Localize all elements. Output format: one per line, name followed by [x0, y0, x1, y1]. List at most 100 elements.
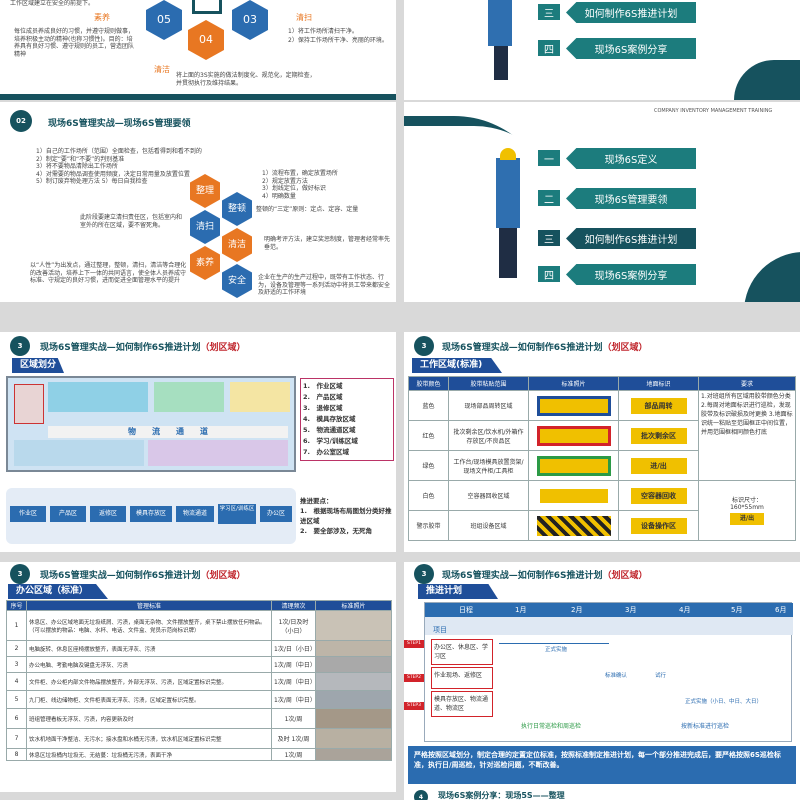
nav-num-3: 三 [538, 230, 560, 246]
flow-step: 返修区 [90, 506, 126, 522]
month: 6月 [775, 606, 787, 614]
hex-seiri: 整理 [190, 174, 220, 208]
nav-num-4: 四 [538, 40, 560, 56]
suyang-text: 每位成员养成良好的习惯，并遵守规则做事，培养积极主动的精神(也称习惯性)。目的：… [14, 28, 135, 58]
logistics-aisle-label: 物 流 通 道 [48, 426, 288, 438]
seiton-note: 整顿的“三定”原则：定点、定容、定量 [256, 206, 359, 213]
slide-toc: COMPANY INVENTORY MANAGEMENT TRAINING 一 … [404, 102, 800, 302]
standard-table: 胶带颜色胶带粘贴范围标准照片地面标识要求 蓝色现场部品周转区域 部品周转 1.对… [408, 376, 796, 541]
label-suyang: 素养 [94, 13, 110, 22]
map-zone [154, 382, 224, 412]
corner-shape [734, 60, 800, 100]
area-list: 1. 作业区域 2. 产品区域 3. 退修区域 4. 模具存放区域 5. 物流通… [300, 378, 394, 461]
week-row [425, 617, 793, 635]
seiso-text: 此阶段要建立清扫责任区，包括室内和室外的所在区域，要不留死角。 [80, 214, 183, 229]
hex-05: 05 [146, 0, 182, 40]
nav-item-definition[interactable]: 现场6S定义 [566, 148, 696, 169]
section-number: 3 [10, 336, 30, 356]
flow-step: 产品区 [50, 506, 86, 522]
hex-shitsuke: 素养 [190, 246, 220, 280]
center-hex-outline [192, 0, 222, 14]
gantt-label: 正式实施（小日、中日、大日） [685, 699, 763, 705]
slide-6s-definition: 工作区域建立在安全的前提下。 素养 每位成员养成良好的习惯，并遵守规则做事，培养… [0, 0, 396, 100]
gantt-label: 正式实施 [545, 647, 568, 653]
hex-seiso: 清扫 [190, 210, 220, 244]
month: 1月 [515, 606, 527, 614]
gantt-line [499, 643, 609, 644]
label-qingjie: 清洁 [154, 65, 170, 74]
hex-03: 03 [232, 0, 268, 40]
worker-legs [494, 46, 508, 80]
hex-04: 04 [188, 20, 224, 60]
flow-panel: 作业区 产品区 返修区 模具存放区 物流通道 学习区/训练区 办公区 [6, 488, 296, 544]
safety-text: 企业在生产的生产过程中，既带有工作状态、行为，设备及管理等一系列活动中将员工带来… [258, 274, 391, 296]
gantt-date-label: 日程 [459, 606, 473, 614]
worker-figure [496, 158, 520, 228]
worker-figure [488, 0, 512, 46]
qingjie-text2: 并贯彻执行及维持结果。 [176, 80, 243, 87]
qingsao-text1: 1）将工作场所清扫干净。 [288, 28, 358, 35]
flow-step: 作业区 [10, 506, 46, 522]
step-1: STEP1 [404, 640, 424, 648]
daily-check-label: 执行日常巡检和周巡检 [521, 723, 582, 730]
shitsuke-text: 以“人性”为出发点，通过整理，整顿，清扫，清洁等合理化的改善活动，培养上下一体的… [30, 262, 187, 284]
month: 3月 [625, 606, 637, 614]
section-number: 3 [414, 336, 434, 356]
flow-step: 模具存放区 [130, 506, 172, 522]
step-2: STEP2 [404, 674, 424, 682]
white-arc [404, 126, 564, 302]
nav-num-4: 四 [538, 266, 560, 282]
flow-step: 物流通道 [176, 506, 214, 522]
hex-safety: 安全 [222, 264, 252, 298]
tab-plan: 推进计划 [418, 584, 498, 599]
nav-item-case[interactable]: 现场6S案例分享 [566, 264, 696, 285]
map-zone [48, 382, 148, 412]
slide-title: 现场6S案例分享：现场5S——整理 [438, 791, 565, 800]
map-zone [14, 440, 144, 466]
map-zone [230, 382, 290, 412]
section-number: 4 [414, 790, 428, 800]
map-zone [148, 440, 288, 466]
slide-title: 现场6S管理实战—如何制作6S推进计划（划区域） [442, 343, 648, 353]
slide-case-share-peek: 4 现场6S案例分享：现场5S——整理 [404, 790, 800, 800]
month: 4月 [679, 606, 691, 614]
map-zone [14, 384, 44, 424]
gantt-label: 试行 [655, 673, 667, 679]
slide-title: 现场6S管理实战—如何制作6S推进计划（划区域） [442, 571, 648, 581]
qingsao-text2: 2）保持工作场所干净、亮丽的环境。 [288, 37, 388, 44]
slide-title: 现场6S管理实战—如何制作6S推进计划（划区域） [40, 343, 246, 353]
slide-title: 现场6S管理实战—现场6S管理要领 [48, 119, 191, 129]
tab-work-area: 工作区域(标准) [412, 358, 502, 373]
seiketsu-text: 明确考评方法，建立奖惩制度，管理者经常率先垂范。 [264, 236, 391, 251]
slide-6s-essentials: 02 现场6S管理实战—现场6S管理要领 1）自己的工作场所（范围）全面检查，包… [0, 102, 396, 302]
section-number: 3 [10, 564, 30, 584]
label-qingsao: 清扫 [296, 13, 312, 22]
nav-item-case[interactable]: 现场6S案例分享 [566, 38, 696, 59]
header-english: COMPANY INVENTORY MANAGEMENT TRAINING [654, 108, 773, 114]
std-check-label: 按新标准进行巡检 [681, 723, 730, 730]
nav-item-plan[interactable]: 如何制作6S推进计划 [566, 2, 696, 23]
section-number: 3 [414, 564, 434, 584]
slide-promotion-plan: 3 现场6S管理实战—如何制作6S推进计划（划区域） 推进计划 日程 1月 2月… [404, 562, 800, 792]
nav-item-plan[interactable]: 如何制作6S推进计划 [566, 228, 696, 249]
task-mold: 模具存放区、物流通道、物流区 [431, 691, 493, 717]
step-3: STEP3 [404, 702, 424, 710]
tab-office-area: 办公区域（标准） [8, 584, 108, 599]
bottom-bar [0, 94, 396, 100]
section-number: 02 [10, 110, 32, 132]
floor-map: 物 流 通 道 [6, 376, 296, 472]
item-label: 项目 [433, 626, 447, 634]
nav-num-1: 一 [538, 150, 560, 166]
nav-num-3: 三 [538, 4, 560, 20]
hex-seiketsu: 清洁 [222, 228, 252, 262]
worker-legs [499, 228, 517, 278]
plan-footer: 严格按照区域划分，制定合理的定置定位标准，按照标准制定推进计划，每一个部分推进完… [408, 746, 796, 784]
flow-step: 办公区 [260, 506, 292, 522]
nav-item-essentials[interactable]: 现场6S管理要领 [566, 188, 696, 209]
qingjie-text1: 将上面的3S实施的做法制度化、规范化，定期检查， [176, 72, 316, 79]
top-text: 工作区域建立在安全的前提下。 [10, 0, 95, 7]
slide-toc-top: 三 如何制作6S推进计划 四 现场6S案例分享 [404, 0, 800, 100]
